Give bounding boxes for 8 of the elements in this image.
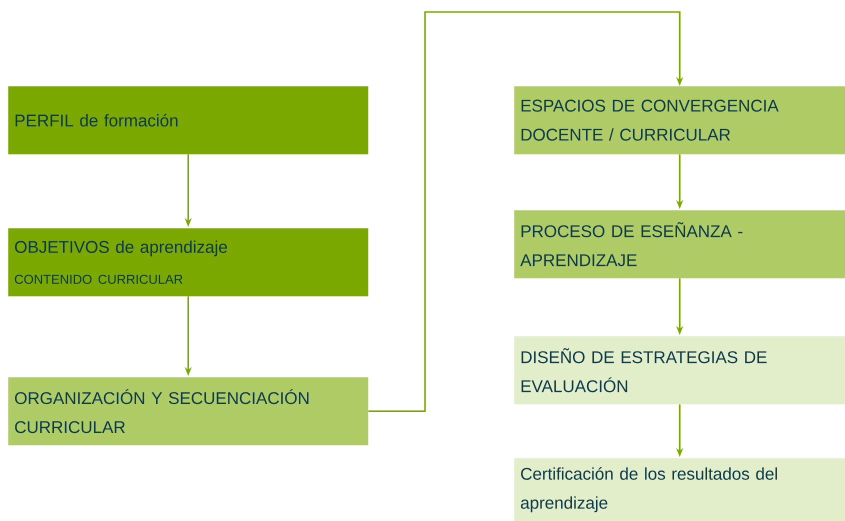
process-box: DISEÑO DE ESTRATEGIAS DE EVALUACIÓN: [514, 336, 845, 404]
process-box: ESPACIOS DE CONVERGENCIA DOCENTE / CURRICULAR: [514, 86, 845, 154]
process-box: Certificación de los resultados del aprendizaje: [514, 458, 845, 521]
arrow: [368, 11, 684, 412]
process-box: PROCESO DE ESEÑANZA - APRENDIZAJE: [514, 210, 845, 278]
process-box: ORGANIZACIÓN Y SECUENCIACIÓN CURRICULAR: [8, 377, 368, 446]
process-box: PERFIL de formación: [8, 86, 368, 154]
process-box: OBJETIVOS de aprendizaje CONTENIDO CURRICULAR: [8, 228, 368, 296]
